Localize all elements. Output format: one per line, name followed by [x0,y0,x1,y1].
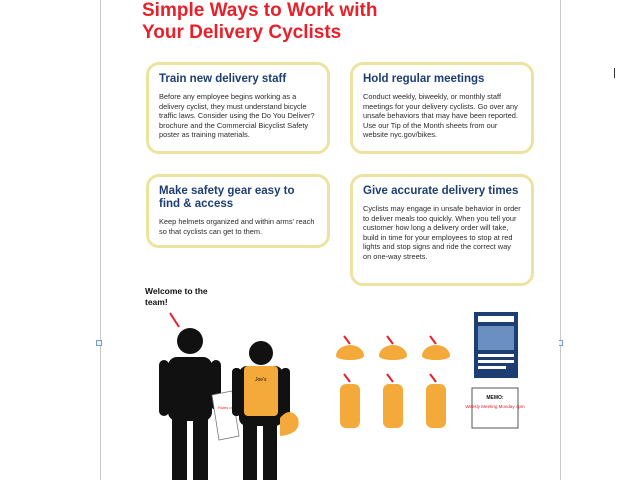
card-body: Keep helmets organized and within arms' … [159,217,315,236]
tip-card-meetings: Hold regular meetings Conduct weekly, bi… [350,62,534,154]
tip-card-safety-gear: Make safety gear easy to find & access K… [146,174,330,248]
page-right-border [560,0,561,480]
vest-rack [340,373,446,428]
helmet-icon [379,335,407,360]
illustration: Rules of the Road Joe's [159,312,525,480]
card-heading: Give accurate delivery times [363,185,519,197]
tip-card-delivery-times: Give accurate delivery times Cyclists ma… [350,174,534,286]
document-page: Simple Ways to Work with Your Delivery C… [104,0,559,480]
memo-title: MEMO: [486,395,504,401]
orange-vest [244,366,278,416]
title-line-1: Simple Ways to Work with [142,0,378,21]
text-cursor-mark [614,68,615,78]
resize-handle-left[interactable] [96,340,102,346]
page-title: Simple Ways to Work with Your Delivery C… [142,0,542,44]
vest-icon [340,373,360,428]
card-heading: Hold regular meetings [363,73,485,85]
helmet-icon [336,335,364,360]
card-body: Before any employee begins working as a … [159,92,315,140]
vest-label: Joe's [255,377,267,383]
title-line-2: Your Delivery Cyclists [142,22,342,43]
card-body: Conduct weekly, biweekly, or monthly sta… [363,92,518,140]
manager-figure [159,328,221,480]
glove-icon [280,412,299,436]
safety-poster-icon [474,312,518,378]
card-heading: Train new delivery staff [159,73,287,85]
card-heading: Make safety gear easy to find & access [159,185,295,210]
speech-pointer [169,312,180,328]
tip-card-train-staff: Train new delivery staff Before any empl… [146,62,330,154]
card-body: Cyclists may engage in unsafe behavior i… [363,204,521,261]
speech-text: Welcome to the team! [145,286,208,307]
employee-figure: Joe's [232,341,299,480]
memo-note: MEMO: Weekly Meeting Monday 4pm [465,387,525,429]
helmet-icon [422,335,450,360]
vest-icon [383,373,403,428]
helmet-rack [336,335,450,360]
vest-icon [426,373,446,428]
memo-text: Weekly Meeting Monday 4pm [465,404,524,409]
page-left-border [100,0,101,480]
